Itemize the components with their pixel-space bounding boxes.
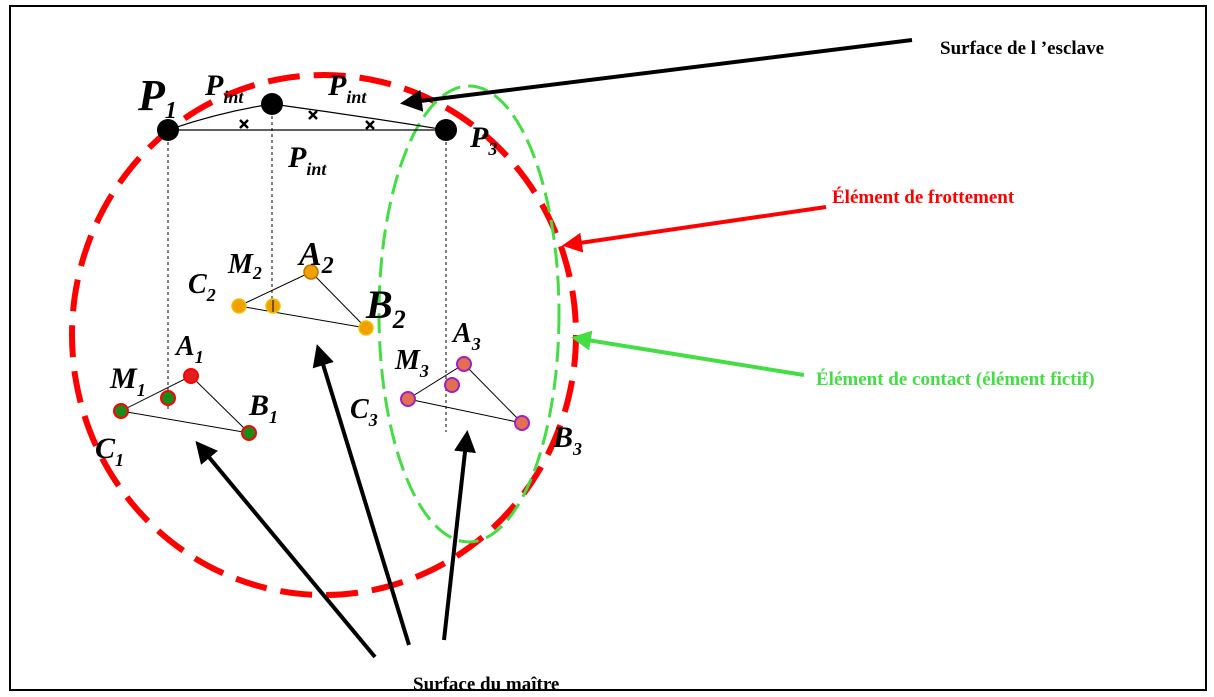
node-a3 (456, 356, 472, 372)
friction-element-ellipse (69, 72, 579, 598)
label-b3: B3 (552, 421, 582, 459)
friction-element-arrow (562, 205, 827, 253)
master-element-2 (231, 264, 374, 336)
diagram-frame (9, 5, 1207, 691)
master-arrow-3 (442, 430, 476, 641)
label-p1: P1 (137, 71, 177, 124)
contact-element-ellipse (377, 84, 561, 544)
label-b1: B1 (248, 389, 278, 427)
master-element-3 (400, 356, 530, 431)
label-pint-a: Pint (204, 69, 244, 107)
contact-element-arrow (571, 330, 805, 377)
node-m3 (444, 377, 460, 393)
node-b3 (514, 415, 530, 431)
node-m1 (160, 390, 176, 406)
label-a3: A3 (451, 318, 481, 354)
slave-surface-element (157, 93, 457, 432)
label-p3: P3 (469, 121, 497, 159)
label-c3: C3 (350, 394, 378, 430)
master-arrow-1 (195, 440, 377, 659)
integration-point-cross (239, 110, 375, 130)
label-pint-b: Pint (327, 69, 367, 107)
node-c2 (231, 298, 247, 314)
node-b2 (358, 320, 374, 336)
label-c2: C2 (188, 269, 216, 305)
label-pint-c: Pint (287, 141, 327, 179)
node-p1 (157, 119, 179, 141)
label-b2: B2 (365, 282, 406, 334)
slave-surface-arrow (400, 38, 913, 112)
node-a1 (183, 368, 199, 384)
label-m2: M2 (227, 249, 262, 283)
node-b1 (241, 425, 257, 441)
node-p3 (435, 119, 457, 141)
slave-surface-label: Surface de l ’esclave (940, 38, 1104, 59)
node-p2 (261, 93, 283, 115)
friction-element-label: Élément de frottement (832, 186, 1015, 208)
node-c3 (400, 391, 416, 407)
label-c1: C1 (95, 432, 124, 470)
contact-element-label: Élément de contact (élément fictif) (816, 368, 1095, 390)
master-element-1 (113, 368, 257, 441)
node-a2 (303, 264, 319, 280)
master-arrow-2 (312, 344, 411, 646)
label-a2: A2 (297, 236, 334, 279)
label-m1: M1 (109, 362, 146, 400)
master-surface-label: Surface du maître (413, 674, 559, 695)
label-m3: M3 (394, 345, 429, 381)
label-a1: A1 (174, 331, 204, 367)
node-c1 (113, 403, 129, 419)
